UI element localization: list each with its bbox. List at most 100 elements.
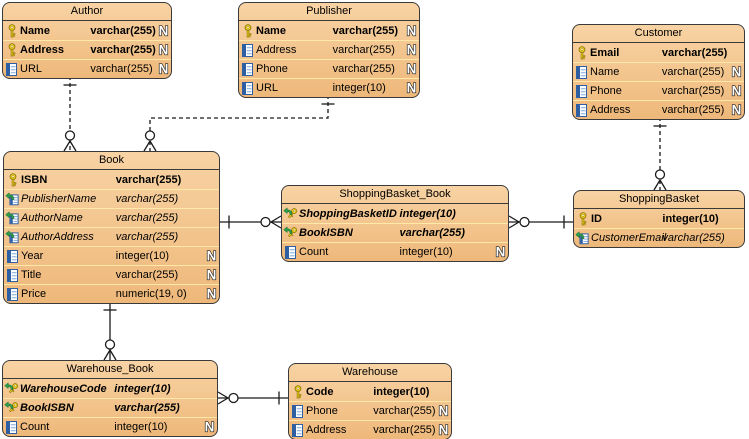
nullable-icon: N (728, 65, 744, 79)
relationship-customer-shoppingbasket[interactable] (653, 117, 667, 191)
column-type: integer(10) (332, 82, 386, 94)
column-icon (3, 62, 20, 76)
column-name: Address (256, 44, 297, 56)
column-type: integer(10) (662, 212, 719, 225)
primary-foreign-key-icon (3, 401, 20, 415)
column-name: Phone (256, 63, 288, 75)
relationship-warehousebook-warehouse[interactable] (217, 391, 288, 405)
nullable-icon: N (728, 103, 744, 117)
entity-title: Warehouse (289, 364, 451, 382)
column-name: Count (20, 421, 50, 433)
entity-title: Warehouse_Book (3, 361, 217, 379)
column-name: AuthorAddress (21, 231, 94, 243)
column-type: varchar(255) (115, 173, 182, 186)
column-name: Phone (590, 85, 622, 97)
column-name: Name (590, 66, 620, 78)
svg-text:N: N (406, 43, 416, 57)
column-icon (239, 43, 256, 57)
column-row[interactable]: Title varchar(255) N (4, 265, 219, 284)
column-icon (4, 287, 21, 301)
column-type: varchar(255) (332, 44, 395, 56)
nullable-icon: N (156, 24, 171, 38)
column-type: varchar(255) (373, 424, 436, 436)
nullable-icon: N (203, 249, 219, 263)
column-icon (282, 245, 299, 259)
svg-text:N: N (406, 24, 416, 38)
column-icon (4, 249, 21, 263)
column-type: varchar(255) (332, 24, 399, 37)
relationship-book-warehousebook[interactable] (103, 301, 117, 361)
column-icon (239, 62, 256, 76)
primary-key-icon (573, 45, 590, 60)
column-icon (239, 81, 256, 95)
entity-title: Author (3, 3, 171, 21)
nullable-icon: N (203, 268, 219, 282)
nullable-icon: N (403, 81, 419, 95)
relationship-shoppingbasketbook-shoppingbasket[interactable] (508, 215, 573, 229)
column-type: varchar(255) (399, 227, 465, 239)
column-type: varchar(255) (90, 24, 156, 37)
foreign-key-icon (4, 192, 21, 206)
primary-foreign-key-icon (282, 226, 299, 240)
column-name: URL (20, 63, 43, 75)
column-name: Year (21, 250, 44, 262)
column-type: integer(10) (115, 250, 169, 262)
nullable-icon: N (155, 62, 171, 76)
primary-key-icon (289, 384, 306, 399)
svg-text:N: N (439, 404, 449, 418)
column-row[interactable]: URL integer(10) N (239, 78, 419, 97)
column-name: Code (306, 385, 334, 398)
column-row[interactable]: Address varchar(255) N (239, 40, 419, 59)
svg-text:N: N (206, 268, 216, 282)
column-name: BookISBN (20, 402, 74, 414)
relationship-publisher-book[interactable] (143, 95, 335, 152)
column-name: PublisherName (21, 193, 97, 205)
column-name: Title (21, 269, 42, 281)
column-type: integer(10) (399, 246, 453, 258)
entity-title: Customer (573, 25, 744, 43)
primary-key-icon (239, 23, 256, 38)
nullable-icon: N (728, 84, 744, 98)
nullable-icon: N (403, 62, 419, 76)
relationship-author-book[interactable] (63, 76, 77, 152)
column-row[interactable]: Year integer(10) N (4, 246, 219, 265)
column-type: varchar(255) (115, 269, 179, 281)
svg-text:N: N (731, 103, 741, 117)
column-name: URL (256, 82, 279, 94)
relationship-book-shoppingbasketbook[interactable] (220, 215, 282, 229)
primary-key-icon (3, 23, 20, 38)
